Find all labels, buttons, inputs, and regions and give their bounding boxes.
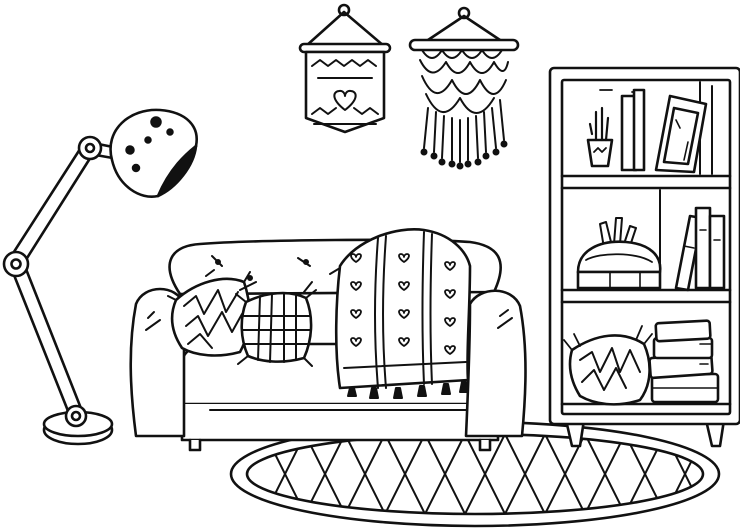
wall-pennant <box>300 5 390 132</box>
sofa-arm-left <box>131 289 184 436</box>
sofa-arm-right <box>466 291 526 436</box>
bookshelf <box>550 68 740 446</box>
pencil-case <box>578 218 660 288</box>
heart-icon <box>351 254 361 262</box>
shelf-leg-right <box>706 420 724 446</box>
upright-books <box>622 90 644 170</box>
lamp-lower-arm <box>12 264 84 416</box>
shelf-cushion <box>564 326 652 404</box>
stacked-books <box>649 321 718 402</box>
macrame-wall-hanging <box>410 8 518 169</box>
sofa-cushion-zigzag <box>168 272 256 355</box>
shelf-leg-left <box>566 420 584 446</box>
potted-cactus <box>588 108 612 166</box>
round-rug <box>225 422 740 526</box>
heart-icon <box>334 91 355 110</box>
floor-lamp <box>4 110 197 444</box>
sofa-cushion-plaid <box>236 282 316 366</box>
throw-blanket <box>336 229 470 398</box>
photo-frame <box>656 96 706 172</box>
lamp-shade <box>111 110 197 197</box>
lamp-middle-arm <box>10 146 94 266</box>
leaning-books <box>676 208 724 290</box>
